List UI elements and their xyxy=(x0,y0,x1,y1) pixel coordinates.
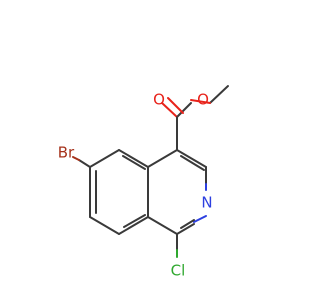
bond-o-methyl xyxy=(190,99,211,104)
bond-c5-c4a xyxy=(118,149,149,168)
bond-n-c1 xyxy=(193,215,207,223)
ester-oxygen-label: O xyxy=(197,91,209,109)
bond-c6-br xyxy=(78,159,91,168)
chlorine-label: Cl xyxy=(171,262,186,280)
structure-canvas: O O Br N Cl xyxy=(57,85,229,280)
bond-ester-o xyxy=(176,102,192,118)
nitrogen-label: N xyxy=(201,194,212,212)
bond-carbonyl-o-2 xyxy=(167,97,184,114)
bond-c4-c3-inner xyxy=(180,155,205,171)
carbonyl-oxygen-label: O xyxy=(153,91,165,109)
bond-c1-n xyxy=(176,223,195,235)
bond-c5-c4a-inner xyxy=(122,155,146,170)
bond-br-end xyxy=(72,156,80,161)
bromine-label: Br xyxy=(58,144,75,162)
bond-c8-c8a-inner xyxy=(123,214,146,228)
molecule-diagram: O O Br N Cl xyxy=(58,85,229,280)
bond-methyl-o xyxy=(209,85,229,104)
bond-c8a-c1 xyxy=(147,216,178,235)
bond-carbonyl-o-1 xyxy=(161,102,178,118)
bond-c8-c8a xyxy=(118,216,149,235)
bond-c1-n-inner xyxy=(180,219,195,229)
bond-c7-c8 xyxy=(89,216,120,235)
bond-c6-c5 xyxy=(89,149,120,168)
bond-c4a-c4 xyxy=(147,149,178,168)
bond-c4-c3 xyxy=(176,149,207,168)
